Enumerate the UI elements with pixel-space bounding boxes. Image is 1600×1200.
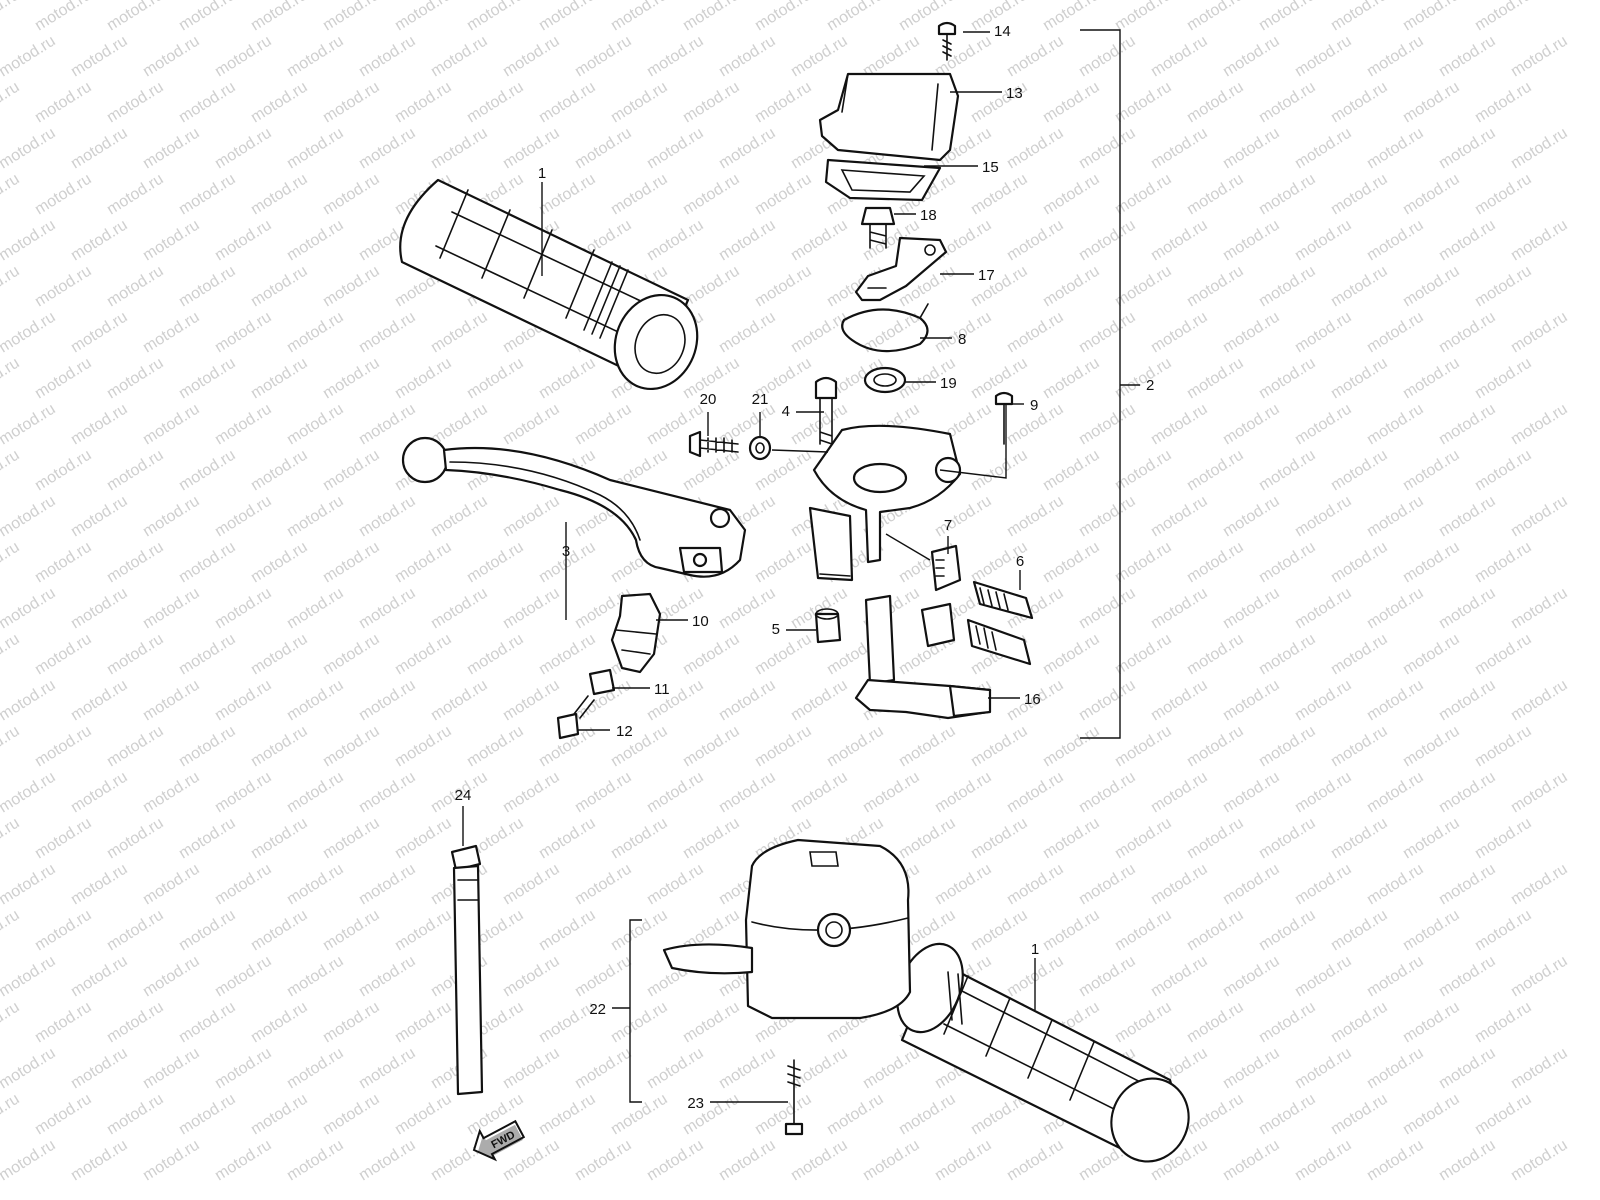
callout-2: 2 — [1146, 377, 1154, 394]
part-14-screw — [937, 21, 957, 61]
callout-17: 17 — [978, 267, 995, 284]
callout-13: 13 — [1006, 85, 1023, 102]
callout-7: 7 — [944, 517, 952, 534]
part-7-adjuster-ring — [920, 544, 962, 648]
part-18-bolt — [860, 206, 896, 249]
callout-20: 20 — [700, 391, 717, 408]
callout-12: 12 — [616, 723, 633, 740]
part-10-clamp — [610, 592, 662, 674]
part-19-washer — [863, 366, 907, 394]
callout-18: 18 — [920, 207, 937, 224]
part-11-collar — [588, 668, 616, 696]
part-4-pivot-bolt — [814, 376, 838, 445]
part-1-grip-upper — [399, 178, 699, 391]
part-3-lever — [401, 436, 747, 578]
callout-21: 21 — [752, 391, 769, 408]
callout-4: 4 — [782, 403, 790, 420]
callout-16: 16 — [1024, 691, 1041, 708]
part-13-cover — [818, 72, 960, 162]
part-8-spring-clip — [841, 303, 929, 353]
callout-1-lower: 1 — [1031, 941, 1039, 958]
callout-11: 11 — [654, 681, 670, 698]
part-15-gasket — [824, 158, 942, 202]
part-23-screw — [784, 1059, 804, 1136]
callout-24: 24 — [455, 787, 472, 804]
callout-22: 22 — [589, 1001, 606, 1018]
part-9-screw — [994, 391, 1014, 445]
part-6-adjuster-bolt — [966, 580, 1034, 666]
callout-15: 15 — [982, 159, 999, 176]
callout-5: 5 — [772, 621, 780, 638]
part-16-perch — [854, 594, 992, 720]
part-20-bolt — [688, 430, 739, 458]
callout-10: 10 — [692, 613, 709, 630]
callout-23: 23 — [687, 1095, 704, 1112]
part-5-nut — [814, 608, 842, 644]
fwd-direction-badge: FWD — [472, 1119, 526, 1162]
callout-14: 14 — [994, 23, 1011, 40]
leader-lines — [462, 29, 1140, 1103]
part-22-switch — [662, 838, 912, 1020]
part-21-nut — [748, 435, 772, 461]
callout-9: 9 — [1030, 397, 1038, 414]
lever-bracket-body — [808, 424, 962, 582]
callout-6: 6 — [1016, 553, 1024, 570]
part-1-grip-lower — [896, 942, 1190, 1163]
part-12-bolt — [556, 695, 595, 740]
callout-8: 8 — [958, 331, 966, 348]
callout-3: 3 — [562, 543, 570, 560]
callout-labels: 1 1 2 3 4 5 6 7 8 9 10 11 12 13 14 15 16… — [455, 23, 1155, 1112]
part-24-cable-tie — [450, 844, 484, 1096]
callout-1-upper: 1 — [538, 165, 546, 182]
callout-19: 19 — [940, 375, 957, 392]
part-17-plate — [854, 236, 948, 302]
